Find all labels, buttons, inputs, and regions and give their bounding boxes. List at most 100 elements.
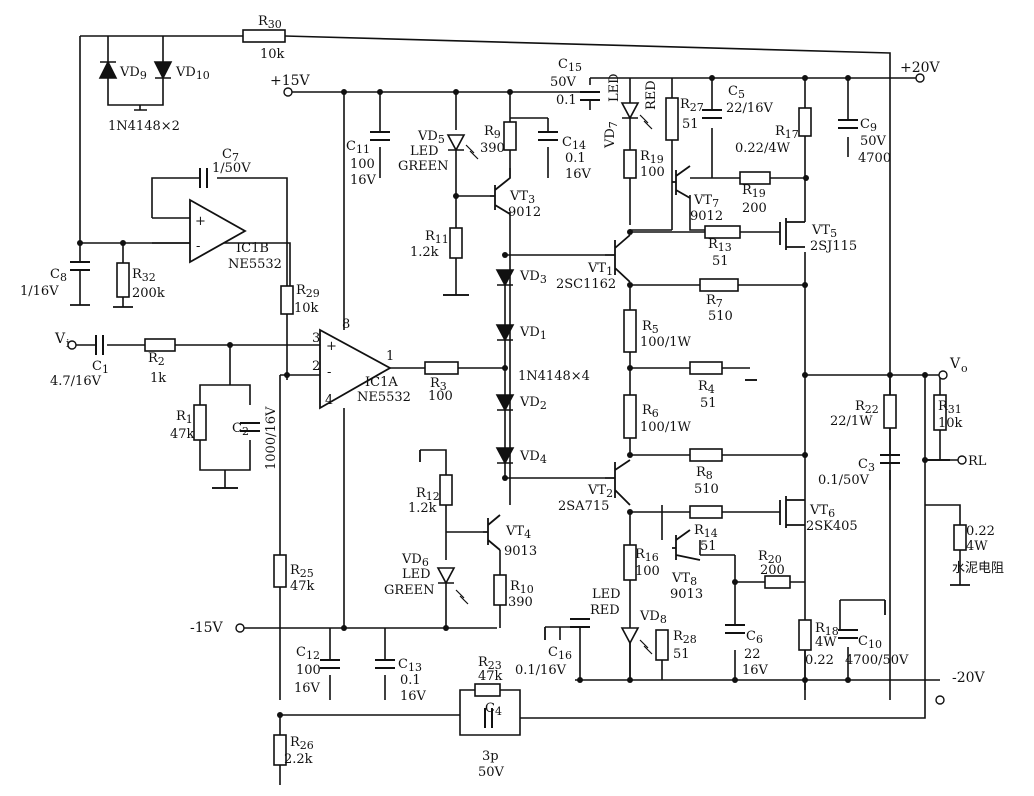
svg-text:R16: R16 xyxy=(635,547,659,564)
svg-text:R28: R28 xyxy=(673,629,697,646)
vd-pair-note: 1N4148×2 xyxy=(108,119,180,134)
svg-text:C8: C8 xyxy=(50,267,67,284)
r2-val: 1k xyxy=(150,371,166,386)
svg-text:C4: C4 xyxy=(485,701,502,718)
svg-text:C15: C15 xyxy=(558,57,582,74)
svg-text:VT2: VT2 xyxy=(587,483,613,500)
c9-val2: 4700 xyxy=(858,151,891,166)
svg-text:C2: C2 xyxy=(232,421,249,438)
svg-text:R20: R20 xyxy=(758,549,782,566)
ic1b-minus: - xyxy=(196,239,200,254)
c2-val: 1000/16V xyxy=(264,406,279,470)
svg-text:C7: C7 xyxy=(222,147,239,164)
r14-val: 51 xyxy=(700,539,717,554)
vd6-l1: LED xyxy=(402,567,431,582)
svg-text:R18: R18 xyxy=(815,621,839,638)
svg-text:VD6: VD6 xyxy=(401,552,429,569)
junction-dots xyxy=(77,75,928,718)
r30-val: 10k xyxy=(260,47,285,62)
vt2-part: 2SA715 xyxy=(558,499,609,514)
load-note: 水泥电阻 xyxy=(952,561,1004,576)
c1-val: 4.7/16V xyxy=(50,374,102,389)
svg-text:VD3: VD3 xyxy=(519,269,547,286)
svg-text:R6: R6 xyxy=(642,403,659,420)
vd8-l1: LED xyxy=(592,587,621,602)
vo-sub: o xyxy=(961,362,968,375)
r22-val: 22/1W xyxy=(830,414,873,429)
pin4: 4 xyxy=(325,393,333,408)
svg-text:C9: C9 xyxy=(860,117,877,134)
svg-text:VD1: VD1 xyxy=(519,325,547,342)
svg-text:C3: C3 xyxy=(858,457,875,474)
svg-text:VD7: VD7 xyxy=(603,121,620,149)
vd6-l2: GREEN xyxy=(384,583,435,598)
r18-val: 4W xyxy=(815,635,837,650)
svg-text:C11: C11 xyxy=(346,139,370,156)
ic1b-part: NE5532 xyxy=(228,257,282,272)
svg-text:R13: R13 xyxy=(708,237,732,254)
rload-val2: 4W xyxy=(966,539,988,554)
grounds xyxy=(70,294,970,640)
rail-pos20-label: +20V xyxy=(900,60,941,76)
svg-text:R3: R3 xyxy=(430,376,447,393)
vt7-part: 9012 xyxy=(690,209,723,224)
c4-val2: 50V xyxy=(478,765,505,780)
r12-val: 1.2k xyxy=(408,501,437,516)
wiring xyxy=(75,35,961,785)
pin3: 3 xyxy=(312,331,320,346)
svg-text:R30: R30 xyxy=(258,14,282,31)
svg-text:R19: R19 xyxy=(742,183,766,200)
svg-text:VT7: VT7 xyxy=(693,193,719,210)
svg-text:VD2: VD2 xyxy=(519,395,547,412)
r13-val: 51 xyxy=(712,254,729,269)
r29-val: 10k xyxy=(294,301,319,316)
svg-text:VD10: VD10 xyxy=(175,65,210,82)
r5-val: 100/1W xyxy=(640,335,691,350)
op-amps xyxy=(189,198,392,410)
resistors xyxy=(116,29,967,766)
svg-text:VT1: VT1 xyxy=(587,261,613,278)
vi-sub: i xyxy=(66,337,70,350)
svg-text:R19: R19 xyxy=(640,149,664,166)
r19b-val: 200 xyxy=(742,201,767,216)
c6-val: 22 xyxy=(744,647,761,662)
c3-val: 0.1/50V xyxy=(818,473,870,488)
r10-val: 390 xyxy=(508,595,533,610)
c10-val: 4700/50V xyxy=(845,653,909,668)
vd7-l2: RED xyxy=(644,80,659,110)
capacitors xyxy=(70,91,900,728)
r3-val: 100 xyxy=(428,389,453,404)
r1-val: 47k xyxy=(170,427,195,442)
vo-label: V xyxy=(949,356,961,372)
svg-text:R22: R22 xyxy=(855,399,879,416)
c14-val: 0.1 xyxy=(565,151,586,166)
svg-text:C16: C16 xyxy=(548,645,572,662)
svg-text:R31: R31 xyxy=(938,399,962,416)
pin2: 2 xyxy=(312,359,320,374)
led-light-arrows xyxy=(455,114,653,655)
r26-val: 2.2k xyxy=(284,752,313,767)
svg-text:R4: R4 xyxy=(698,379,715,396)
svg-text:C13: C13 xyxy=(398,657,422,674)
c15-val2: 0.1 xyxy=(556,93,577,108)
c6-val2: 16V xyxy=(742,663,769,678)
ic1b-plus: + xyxy=(195,214,206,229)
rl-label: RL xyxy=(968,454,987,469)
svg-text:R7: R7 xyxy=(706,293,723,310)
vi-label: V xyxy=(54,331,66,347)
svg-text:C5: C5 xyxy=(728,84,745,101)
svg-text:R27: R27 xyxy=(680,97,704,114)
vd8-l2: RED xyxy=(590,603,620,618)
ic1a-plus: + xyxy=(326,339,337,354)
c13-val2: 16V xyxy=(400,689,427,704)
c4-val: 3p xyxy=(482,749,499,764)
vt8-part: 9013 xyxy=(670,587,703,602)
vd-quad-note: 1N4148×4 xyxy=(518,369,590,384)
labels: +20V -20V +15V -15V V i V o RL 水泥电阻 IC1B… xyxy=(20,14,1004,780)
c12-val: 100 xyxy=(296,663,321,678)
svg-text:VT6: VT6 xyxy=(809,503,835,520)
rload-val: 0.22 xyxy=(966,524,995,539)
vt4-part: 9013 xyxy=(504,544,537,559)
c11-val2: 16V xyxy=(350,173,377,188)
